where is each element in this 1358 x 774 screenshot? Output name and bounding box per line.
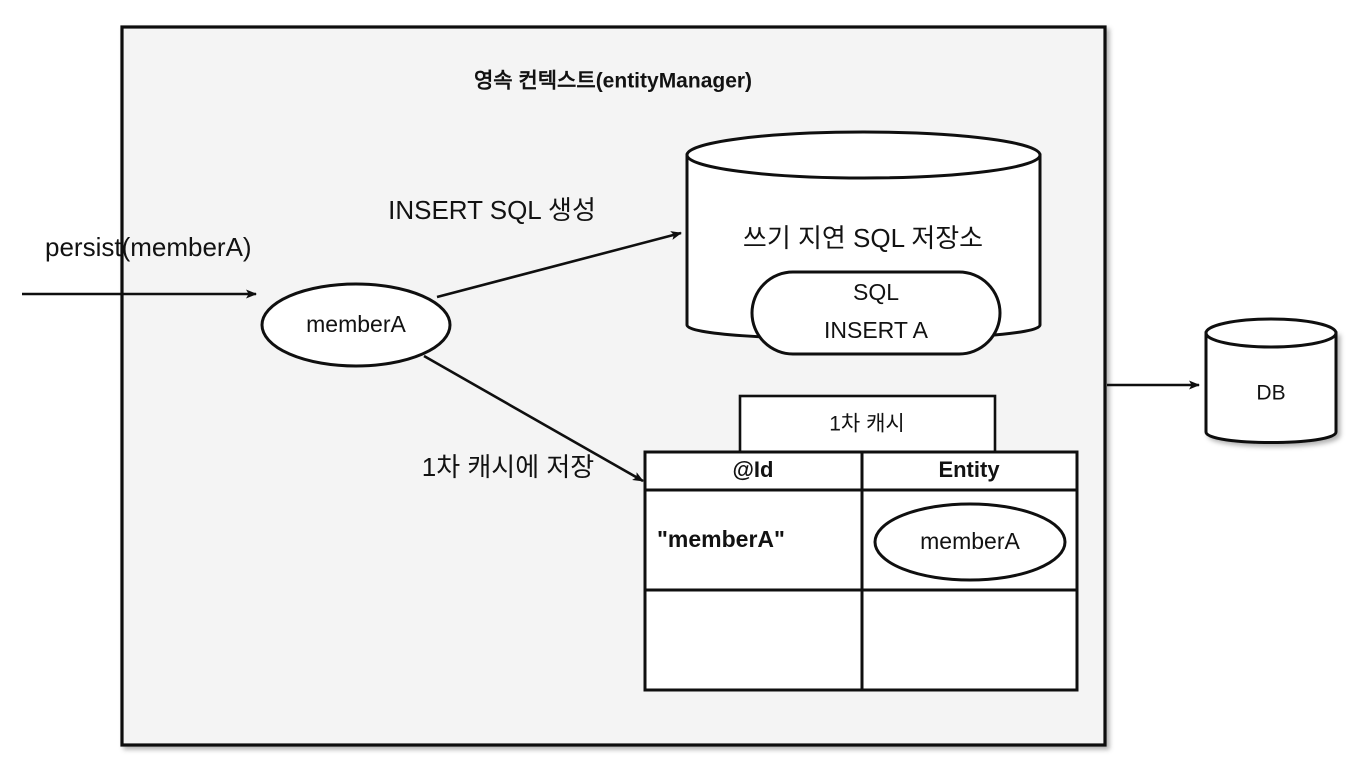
cache-tab: 1차 캐시 <box>738 394 997 454</box>
insert-sql-arrow-icon <box>436 231 682 299</box>
ellipse-icon <box>873 502 1067 582</box>
cache-row-entity-value: memberA <box>920 528 1020 554</box>
persist-label: persist(memberA) <box>45 232 252 262</box>
member-entity-label: memberA <box>306 311 406 337</box>
cache-table-header-entity: Entity <box>938 457 1000 482</box>
member-entity-node: memberA <box>260 282 452 368</box>
cache-table-header-id: @Id <box>732 457 773 482</box>
first-cache-label: 1차 캐시에 저장 <box>422 452 594 482</box>
sql-insert-item-line2: INSERT A <box>824 317 929 343</box>
insert-sql-edge-group: INSERT SQL 생성 <box>388 195 682 299</box>
cylinder-icon-top <box>685 130 1042 180</box>
first-cache-edge-group: 1차 캐시에 저장 <box>422 354 644 483</box>
cylinder-icon-top <box>1204 317 1338 349</box>
cylinder-icon-body <box>1204 331 1338 444</box>
first-cache-arrow-icon <box>423 354 644 483</box>
sql-insert-item-box <box>750 270 1002 356</box>
cache-tab-label: 1차 캐시 <box>829 413 904 436</box>
database-label: DB <box>1256 382 1285 405</box>
table-row: "memberA" memberA <box>657 502 1067 582</box>
sql-insert-item-line1: SQL <box>853 279 899 305</box>
ellipse-icon <box>260 282 452 368</box>
cache-table: @Id Entity "memberA" memberA <box>643 450 1079 692</box>
sql-insert-item: SQL INSERT A <box>750 270 1002 356</box>
database-cylinder: DB <box>1204 317 1338 444</box>
insert-sql-label: INSERT SQL 생성 <box>388 195 596 225</box>
sql-store-title: 쓰기 지연 SQL 저장소 <box>743 223 983 253</box>
cache-tab-box <box>738 394 997 454</box>
page-title: 영속 컨텍스트(entityManager) <box>474 70 752 93</box>
persist-edge-group: persist(memberA) <box>22 232 257 299</box>
cache-row-id-value: "memberA" <box>657 526 785 552</box>
